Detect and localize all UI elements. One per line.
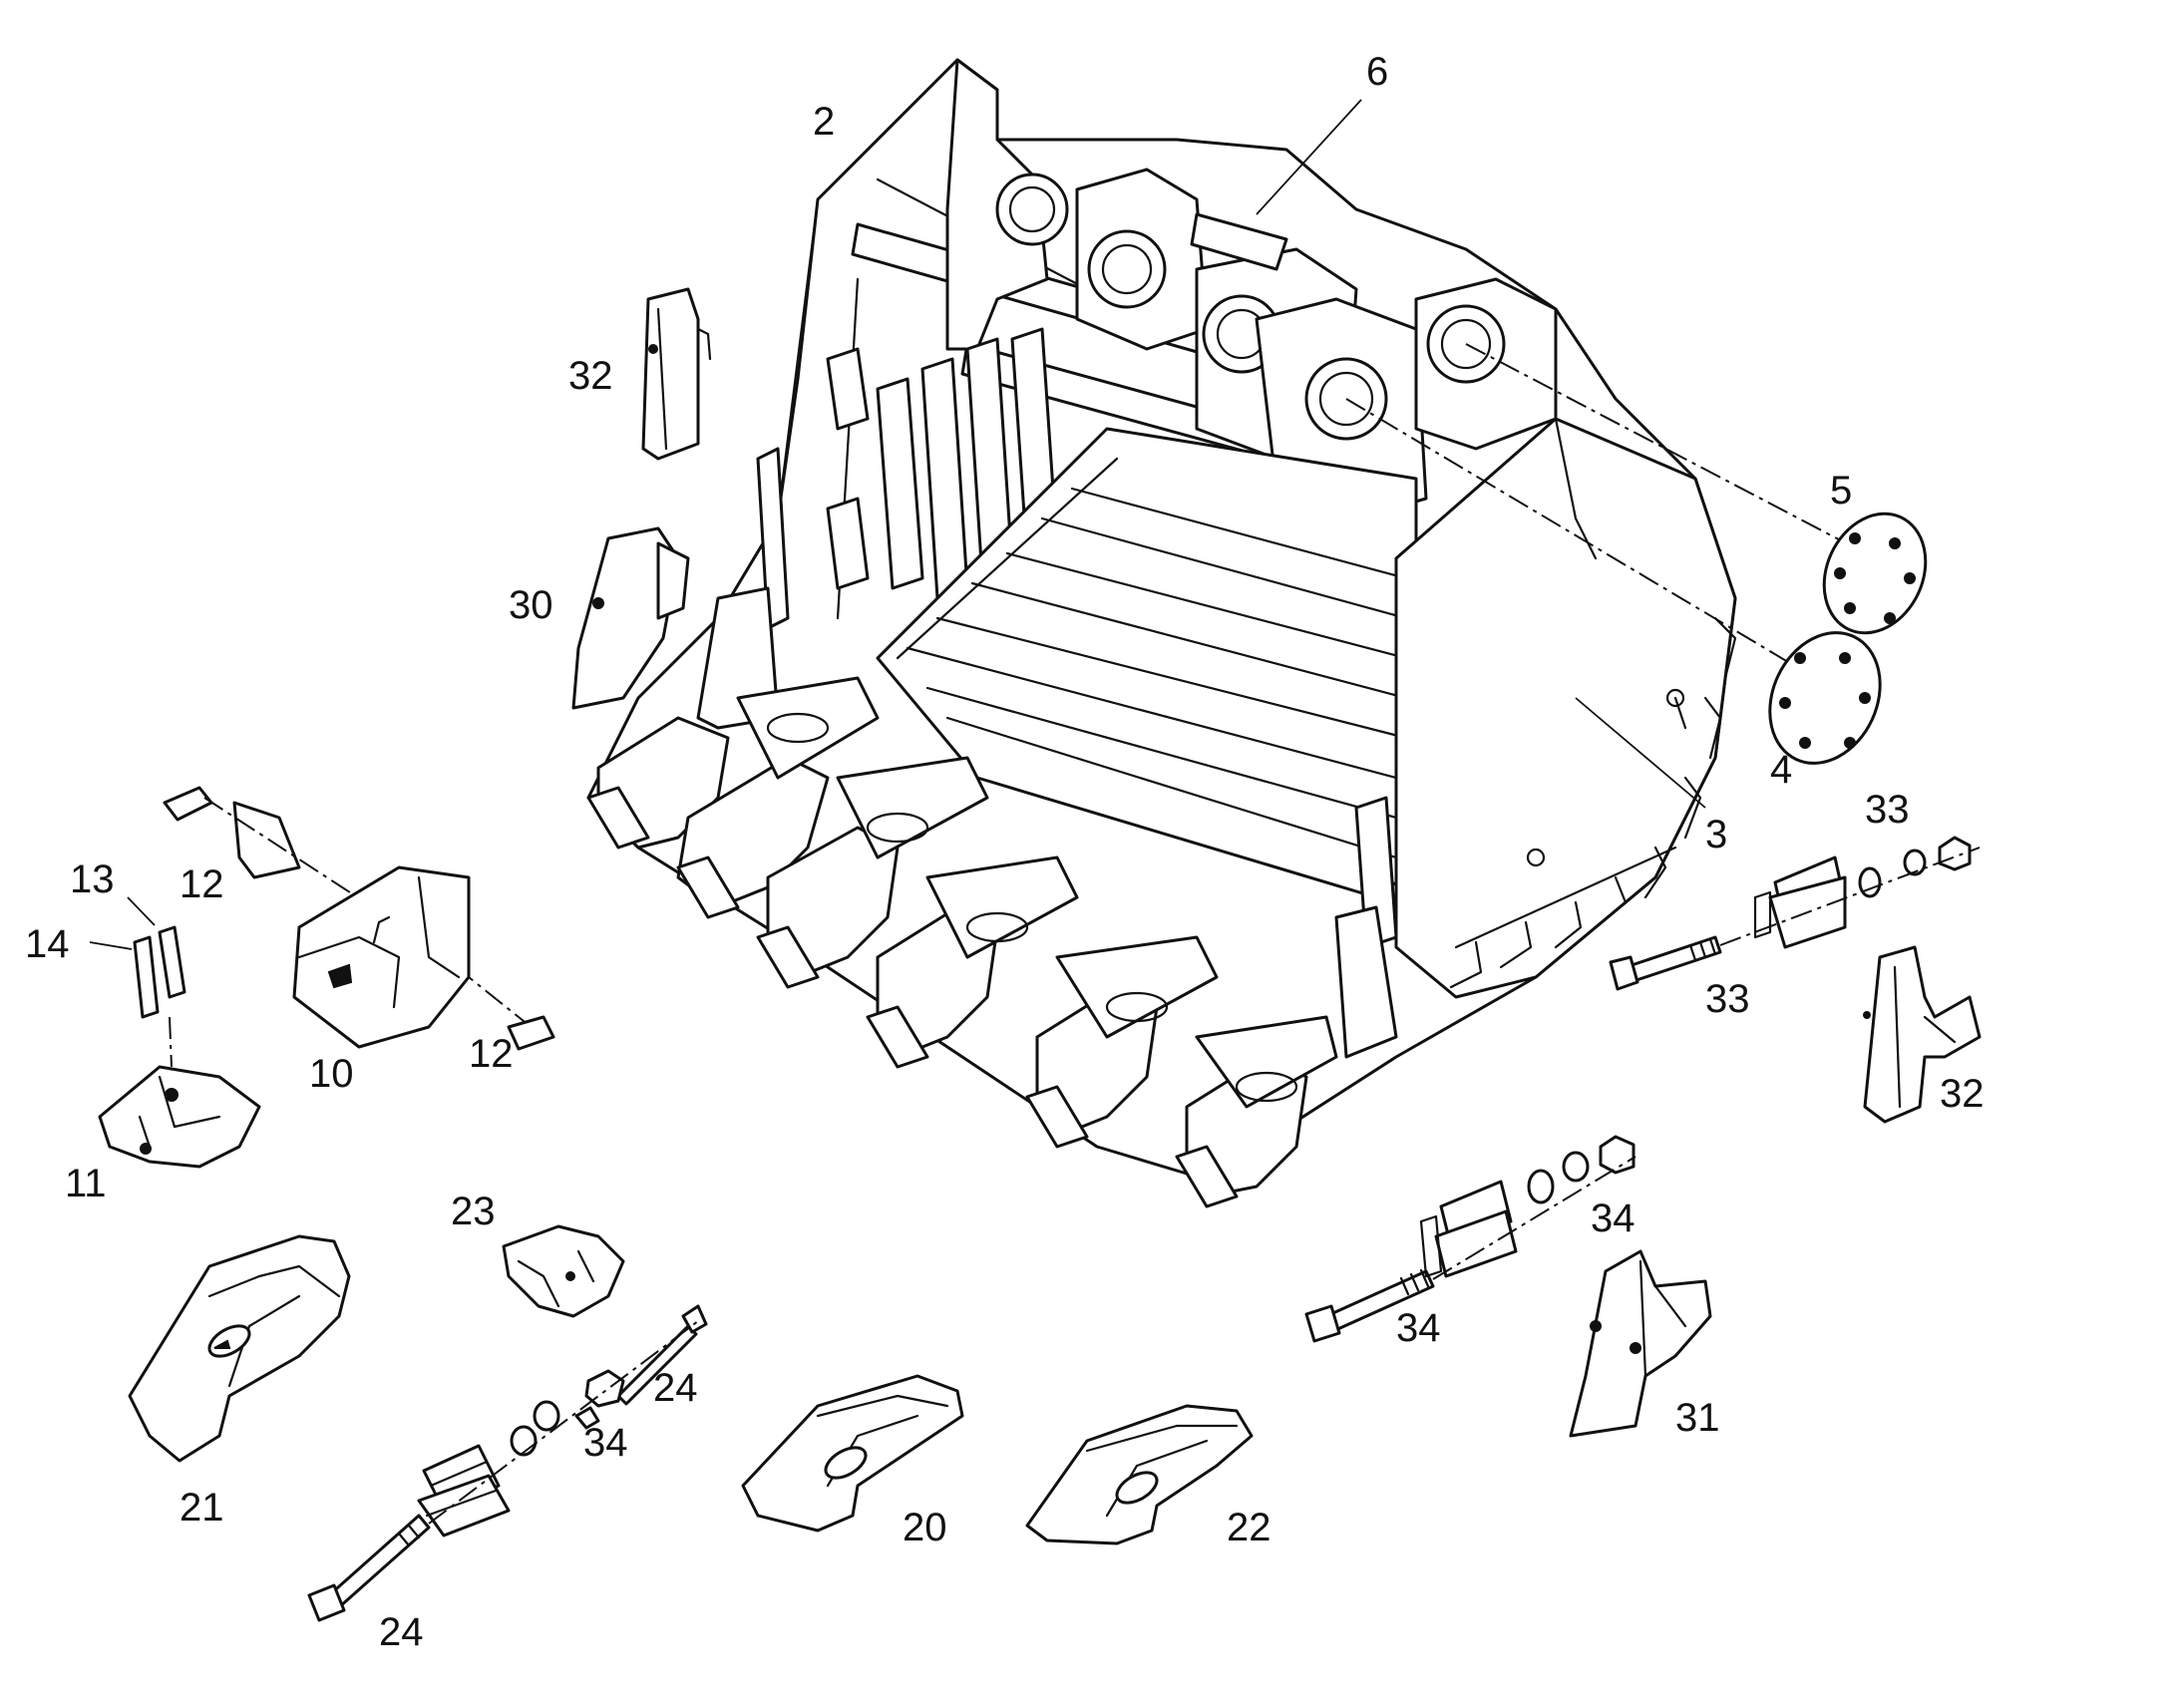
leader-3 xyxy=(1575,697,1706,809)
cover-plate-4 xyxy=(1768,631,1882,765)
side-cutter-31 xyxy=(1569,1249,1712,1438)
callout-2: 2 xyxy=(813,100,835,144)
callout-21: 21 xyxy=(180,1486,224,1530)
clamp-24 xyxy=(417,1444,511,1537)
pin-12-top xyxy=(163,786,301,879)
leader-13 xyxy=(127,896,156,926)
bolt-24-small xyxy=(616,1304,708,1406)
bucket-teeth-row xyxy=(586,676,1338,1208)
callout-31: 31 xyxy=(1675,1396,1720,1440)
callout-34-lower: 34 xyxy=(583,1421,628,1465)
callout-33-bottom: 33 xyxy=(1705,977,1750,1021)
bolt-33 xyxy=(1609,935,1722,991)
callout-33-top: 33 xyxy=(1865,788,1910,832)
callout-24-small: 24 xyxy=(653,1366,698,1410)
washer-34-lower xyxy=(510,1400,560,1457)
callout-3: 3 xyxy=(1705,813,1727,856)
clamp-34-right xyxy=(1419,1180,1518,1278)
bucket-assembly xyxy=(586,58,1737,1179)
callout-22: 22 xyxy=(1227,1506,1272,1549)
shroud-23 xyxy=(502,1224,625,1318)
centerline-5 xyxy=(1465,343,1876,559)
callout-32-top: 32 xyxy=(568,354,613,398)
bolt-24-long xyxy=(307,1514,431,1622)
shroud-21 xyxy=(128,1234,351,1463)
callout-5: 5 xyxy=(1830,469,1852,512)
leader-14 xyxy=(89,941,133,950)
callout-6: 6 xyxy=(1366,50,1388,94)
callout-24-long: 24 xyxy=(379,1610,424,1654)
centerline-33 xyxy=(1719,847,1981,946)
centerline-4 xyxy=(1345,398,1816,679)
callout-10: 10 xyxy=(309,1052,354,1096)
pin-12-bottom xyxy=(507,1015,555,1051)
tooth-11 xyxy=(98,1065,261,1169)
centerline-24 xyxy=(428,1320,699,1525)
callout-32-right: 32 xyxy=(1940,1072,1985,1116)
callout-20: 20 xyxy=(903,1506,947,1549)
side-protector-32-right xyxy=(1863,945,1982,1124)
callout-12-top: 12 xyxy=(180,862,224,906)
cover-plate-5 xyxy=(1822,512,1928,635)
callout-labels: 2 6 32 30 5 4 3 33 33 32 13 14 12 12 10 … xyxy=(25,50,1985,1654)
washer-34-right xyxy=(1527,1135,1635,1204)
wedge-13 xyxy=(158,925,186,999)
adapter-10 xyxy=(292,865,471,1049)
side-cutter-30 xyxy=(571,526,690,710)
callout-14: 14 xyxy=(25,922,70,966)
bolt-34-right xyxy=(1304,1268,1435,1343)
callout-4: 4 xyxy=(1770,748,1792,792)
centerline-34-right xyxy=(1432,1156,1636,1280)
side-protector-32-top xyxy=(641,287,712,461)
centerline-wedge xyxy=(169,1016,173,1068)
callout-34-right-top: 34 xyxy=(1591,1196,1635,1240)
shroud-22 xyxy=(1025,1404,1254,1545)
callout-30: 30 xyxy=(509,583,553,627)
shroud-20 xyxy=(741,1374,964,1533)
callout-13: 13 xyxy=(70,857,115,901)
callout-11: 11 xyxy=(65,1162,107,1205)
callout-34-right-bottom: 34 xyxy=(1396,1306,1441,1350)
callout-23: 23 xyxy=(451,1190,496,1233)
lock-14 xyxy=(133,935,160,1019)
washer-33 xyxy=(1858,836,1972,898)
leader-6 xyxy=(1256,99,1362,215)
callout-12-bottom: 12 xyxy=(469,1032,514,1076)
nut-24 xyxy=(574,1369,625,1430)
